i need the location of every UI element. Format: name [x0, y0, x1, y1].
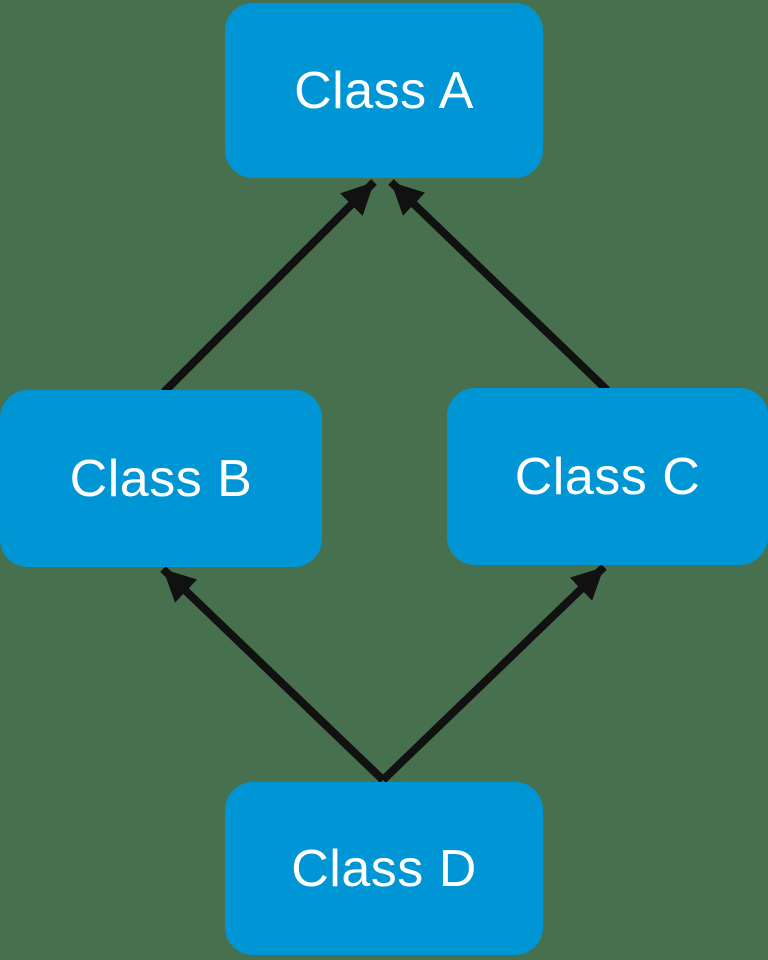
- edge-classb-to-classa: [161, 179, 377, 395]
- edge-classc-to-classa: [388, 179, 610, 393]
- class-c-node: Class C: [447, 388, 768, 565]
- class-d-label: Class D: [291, 839, 477, 898]
- class-b-label: Class B: [69, 449, 253, 508]
- edge-classd-to-classc: [380, 564, 607, 783]
- class-a-node: Class A: [225, 3, 543, 178]
- class-c-label: Class C: [514, 447, 701, 506]
- class-a-label: Class A: [294, 61, 474, 120]
- edge-classd-to-classb: [160, 566, 386, 783]
- class-d-node: Class D: [225, 782, 543, 955]
- class-b-node: Class B: [0, 390, 322, 567]
